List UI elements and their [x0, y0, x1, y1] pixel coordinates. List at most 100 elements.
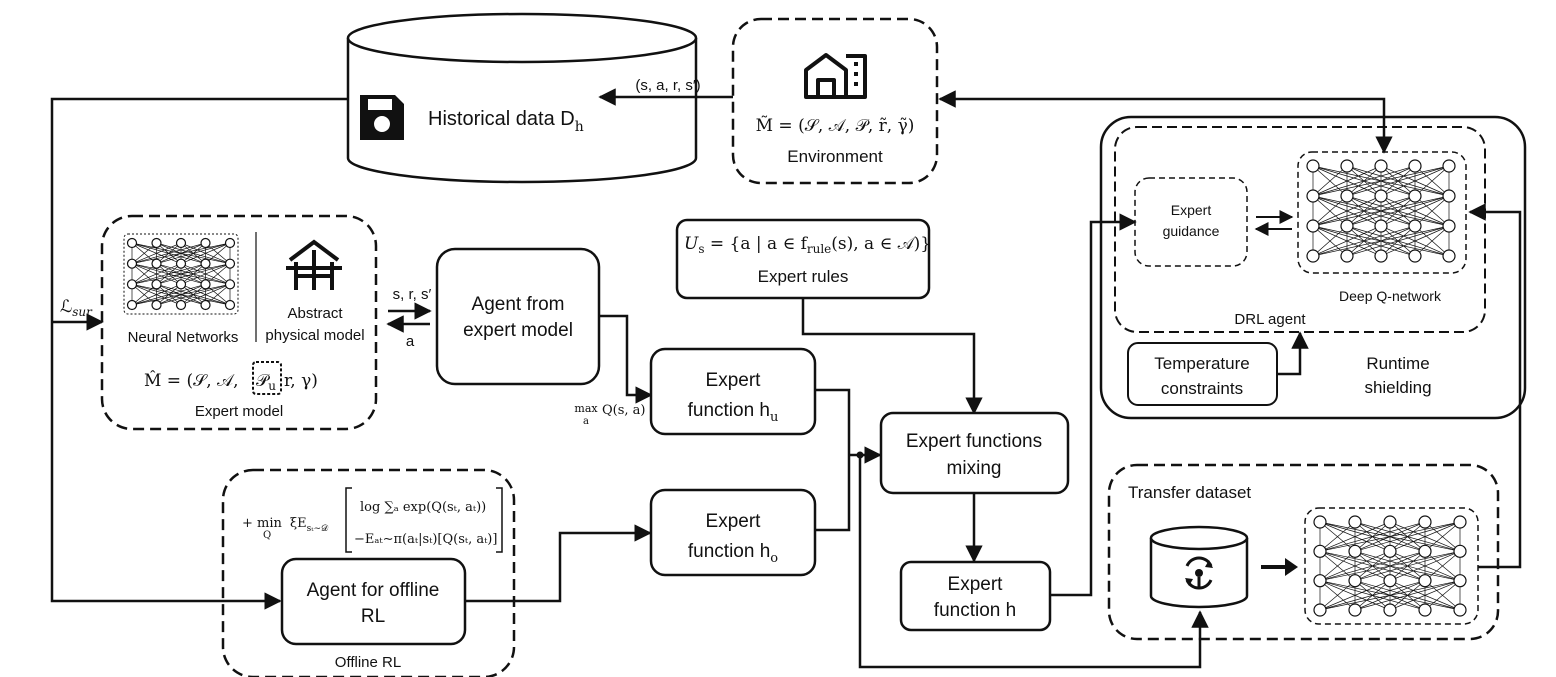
- offline-rl-box: [221, 468, 516, 677]
- network-node: [1306, 189, 1320, 203]
- network-edge: [1319, 551, 1391, 581]
- network-edge: [1312, 225, 1382, 257]
- expert-rules-box: [675, 218, 931, 300]
- network-node: [1374, 219, 1388, 233]
- network-node: [151, 279, 162, 290]
- network-edge: [131, 263, 231, 285]
- network-edge: [1380, 195, 1450, 227]
- dqn-label: Deep Q-network: [1339, 288, 1442, 304]
- network-edge: [1319, 580, 1356, 611]
- svg-text:−Eₐₜ∼π(aₜ|sₜ)[Q(sₜ, aₜ)]: −Eₐₜ∼π(aₜ|sₜ)[Q(sₜ, aₜ)]: [354, 532, 497, 547]
- network-edge: [1389, 580, 1461, 611]
- offline-agent-line2: RL: [361, 606, 385, 627]
- network-node: [1313, 603, 1327, 617]
- network-node: [1408, 189, 1422, 203]
- network-node: [126, 299, 138, 311]
- network-edge: [1312, 165, 1450, 197]
- historical-data-label: Historical data Dh: [428, 108, 584, 135]
- network-edge: [131, 242, 231, 265]
- network-edge: [1354, 580, 1461, 611]
- network-edge: [1346, 195, 1450, 227]
- network-edge: [131, 283, 206, 306]
- network-node: [200, 258, 211, 269]
- network-node: [126, 237, 138, 249]
- network-edge: [1319, 551, 1356, 581]
- network-node: [1340, 249, 1354, 263]
- network-node: [1340, 189, 1354, 203]
- network-edge: [131, 284, 182, 306]
- environment-box: [731, 17, 939, 185]
- network-edge: [131, 283, 231, 306]
- building-house-icon: [804, 53, 867, 99]
- offline-objective: + min Q ξEsₜ∼𝒟 log ∑ₐ exp(Q(sₜ, aₜ)) −Eₐ…: [242, 487, 503, 553]
- agent-expert-line2: expert model: [463, 320, 573, 341]
- rules-to-mixing-arrow: [801, 298, 983, 415]
- network-edge: [1319, 521, 1426, 552]
- network-node: [1453, 515, 1467, 529]
- expert-function-hu-line1: Expert: [706, 370, 762, 391]
- offline-to-ho-arrow: [465, 524, 652, 603]
- network-node: [1340, 159, 1354, 173]
- network-node: [1348, 603, 1362, 617]
- network-node: [1442, 159, 1456, 173]
- floppy-disk-icon: [360, 95, 404, 140]
- offline-rl-label: Offline RL: [335, 654, 401, 671]
- network-node: [175, 237, 187, 249]
- network-edge: [180, 263, 231, 285]
- network-node: [1306, 159, 1320, 173]
- network-edge: [1319, 521, 1356, 552]
- expert-guidance-line1: Expert: [1171, 202, 1212, 218]
- network-node: [1418, 515, 1432, 529]
- network-node: [1418, 574, 1432, 588]
- network-edge: [131, 263, 182, 285]
- network-edge: [1319, 580, 1461, 611]
- mixing-box: [879, 411, 1070, 495]
- offline-agent-line1: Agent for offline: [307, 580, 440, 601]
- expert-model-formula-prefix: M̂ = (𝒮, 𝒜,: [144, 371, 239, 391]
- network-node: [1453, 574, 1467, 588]
- expert-model-label: Expert model: [195, 403, 283, 420]
- ho-to-junction-line: [815, 455, 851, 532]
- network-edge: [1319, 550, 1426, 582]
- transfer-dataset-box: [1107, 463, 1500, 641]
- network-edge: [1312, 195, 1348, 227]
- network-node: [1442, 249, 1456, 263]
- transition-tuple-label: (s, a, r, s′): [635, 77, 700, 94]
- network-edge: [131, 242, 182, 264]
- network-node: [1408, 159, 1422, 173]
- network-node: [1453, 603, 1467, 617]
- runtime-shielding-line1: Runtime: [1366, 354, 1429, 373]
- expert-model-formula-highlight: 𝒫u: [256, 371, 276, 393]
- network-edge: [1354, 550, 1461, 582]
- neural-networks-label: Neural Networks: [128, 329, 239, 346]
- agent-expert-line1: Agent from: [472, 294, 565, 315]
- environment-formula: M̃ = (𝒮, 𝒜, 𝒫, r̃, γ̃): [756, 116, 915, 136]
- network-node: [1306, 219, 1320, 233]
- database-sync-icon: [1149, 525, 1249, 609]
- svg-text:log ∑ₐ exp(Q(sₜ, aₜ)): log ∑ₐ exp(Q(sₜ, aₜ)): [360, 500, 486, 515]
- h-to-guidance-arrow: [1050, 213, 1137, 597]
- network-edge: [131, 242, 206, 265]
- network-node: [151, 237, 162, 249]
- network-node: [1313, 515, 1327, 529]
- mixing-line2: mixing: [947, 458, 1002, 479]
- network-node: [1374, 159, 1388, 173]
- expert-function-ho-line1: Expert: [706, 511, 762, 532]
- network-edge: [180, 242, 231, 264]
- abstract-model-icon: [286, 239, 342, 290]
- network-edge: [1312, 195, 1382, 227]
- network-node: [126, 258, 138, 269]
- network-node: [175, 279, 187, 290]
- network-node: [1418, 544, 1432, 558]
- network-edge: [205, 284, 231, 306]
- network-edge: [1319, 521, 1461, 552]
- network-edge: [156, 283, 231, 306]
- network-edge: [205, 242, 231, 264]
- transfer-to-dqn-arrow: [1468, 203, 1522, 569]
- expert-guidance-line2: guidance: [1163, 223, 1220, 239]
- environment-label: Environment: [787, 147, 883, 166]
- network-edge: [131, 263, 206, 285]
- network-node: [1408, 249, 1422, 263]
- network-edge: [1424, 521, 1461, 552]
